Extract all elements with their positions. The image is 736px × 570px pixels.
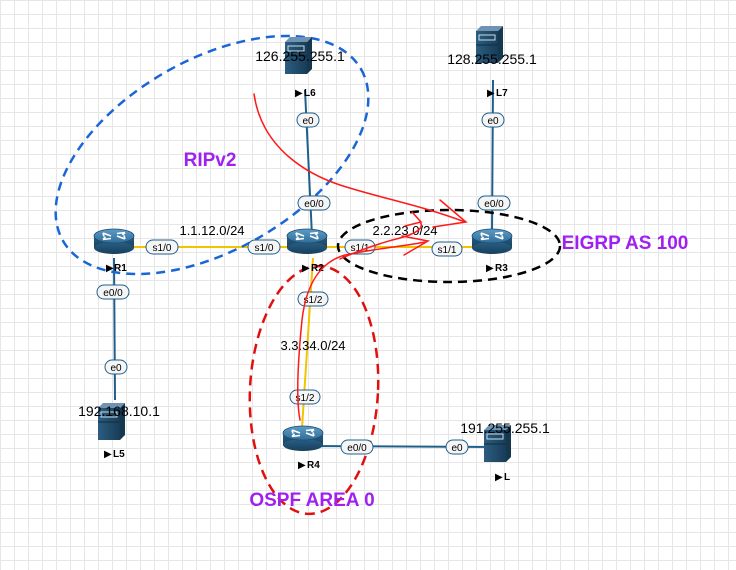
router-r1[interactable]: ▶ R1 (93, 228, 135, 274)
iface-label: e0/0 (347, 443, 367, 454)
iface-r2-s1-0[interactable]: s1/0 (247, 239, 281, 255)
subnet-r1-r2-label: 1.1.12.0/24 (179, 223, 244, 238)
iface-label: e0 (487, 116, 499, 127)
iface-r4-e0-0[interactable]: e0/0 (340, 439, 374, 455)
iface-l5-e0[interactable]: e0 (104, 359, 128, 375)
iface-label: e0/0 (103, 288, 123, 299)
iface-r2-e0-0[interactable]: e0/0 (297, 195, 331, 211)
iface-label: e0/0 (484, 199, 504, 210)
router-r2-label: R2 (311, 263, 324, 274)
iface-l-e0[interactable]: e0 (445, 439, 469, 455)
iface-label: s1/0 (153, 243, 172, 254)
host-l7-ip: 128.255.255.1 (447, 51, 537, 67)
ospf-area-label: OSPF AREA 0 (249, 490, 374, 511)
router-r2[interactable]: ▶ R2 (286, 228, 328, 274)
iface-r4-s1-2[interactable]: s1/2 (289, 389, 321, 405)
router-icon (282, 425, 324, 452)
route-arrow-head-1 (432, 199, 468, 228)
rip-area-label: RIPv2 (184, 150, 237, 171)
link-r1-l5 (113, 257, 116, 401)
iface-r2-s1-2[interactable]: s1/2 (297, 291, 329, 307)
host-l5-ip: 192.168.10.1 (78, 403, 160, 419)
host-l5[interactable]: ▶ L5 192.168.10.1 (78, 402, 160, 460)
host-l[interactable]: ▶ L 191.255.255.1 (460, 420, 550, 483)
svg-text:▶: ▶ (106, 263, 114, 274)
router-r3-label: R3 (495, 263, 508, 274)
area-outlines (54, 34, 562, 516)
router-icon (286, 228, 328, 255)
iface-label: s1/2 (296, 393, 315, 404)
svg-text:▶: ▶ (295, 88, 303, 99)
route-arrow-from-r4 (297, 241, 426, 421)
iface-label: s1/1 (351, 243, 370, 254)
router-icon (471, 228, 513, 255)
router-icon (93, 228, 135, 255)
route-arrow-head-3 (404, 211, 423, 227)
host-l7-label: L7 (496, 88, 508, 99)
host-l6[interactable]: ▶ L6 126.255.255.1 (255, 36, 345, 99)
iface-l6-e0[interactable]: e0 (296, 112, 320, 128)
host-l5-label: L5 (113, 449, 125, 460)
host-l6-ip: 126.255.255.1 (255, 48, 345, 64)
host-l-label: L (504, 472, 510, 483)
svg-text:▶: ▶ (298, 460, 306, 471)
iface-label: s1/2 (304, 295, 323, 306)
iface-label: e0/0 (304, 199, 324, 210)
route-arrow-from-left (339, 221, 422, 260)
iface-l7-e0[interactable]: e0 (481, 112, 505, 128)
svg-text:▶: ▶ (487, 88, 495, 99)
host-l6-label: L6 (304, 88, 316, 99)
link-r2-l6 (304, 89, 313, 237)
rip-area-outline (54, 34, 370, 276)
router-r4[interactable]: ▶ R4 (282, 425, 324, 471)
iface-label: e0 (302, 116, 314, 127)
host-l-ip: 191.255.255.1 (460, 420, 550, 436)
iface-label: e0 (451, 443, 463, 454)
iface-r1-e0-0[interactable]: e0/0 (96, 284, 130, 300)
eigrp-area-outline (336, 208, 562, 284)
iface-r3-e0-0[interactable]: e0/0 (477, 195, 511, 211)
svg-text:▶: ▶ (495, 472, 503, 483)
subnet-r2-r4-label: 3.3.34.0/24 (280, 338, 345, 353)
router-r3[interactable]: ▶ R3 (471, 228, 513, 274)
host-l7[interactable]: ▶ L7 128.255.255.1 (447, 25, 537, 99)
iface-r1-s1-0[interactable]: s1/0 (145, 239, 179, 255)
iface-r3-s1-1[interactable]: s1/1 (431, 241, 463, 257)
route-arrow-from-l6 (253, 93, 466, 223)
route-annotations (253, 93, 468, 421)
iface-label: s1/0 (255, 243, 274, 254)
route-arrow-head-2 (401, 235, 431, 256)
router-r4-label: R4 (307, 460, 320, 471)
ospf-area-outline (248, 264, 380, 516)
svg-text:▶: ▶ (302, 263, 310, 274)
router-r1-label: R1 (114, 263, 127, 274)
eigrp-area-label: EIGRP AS 100 (562, 233, 689, 254)
svg-text:▶: ▶ (104, 449, 112, 460)
iface-label: s1/1 (438, 245, 457, 256)
iface-label: e0 (110, 363, 122, 374)
svg-text:▶: ▶ (486, 263, 494, 274)
